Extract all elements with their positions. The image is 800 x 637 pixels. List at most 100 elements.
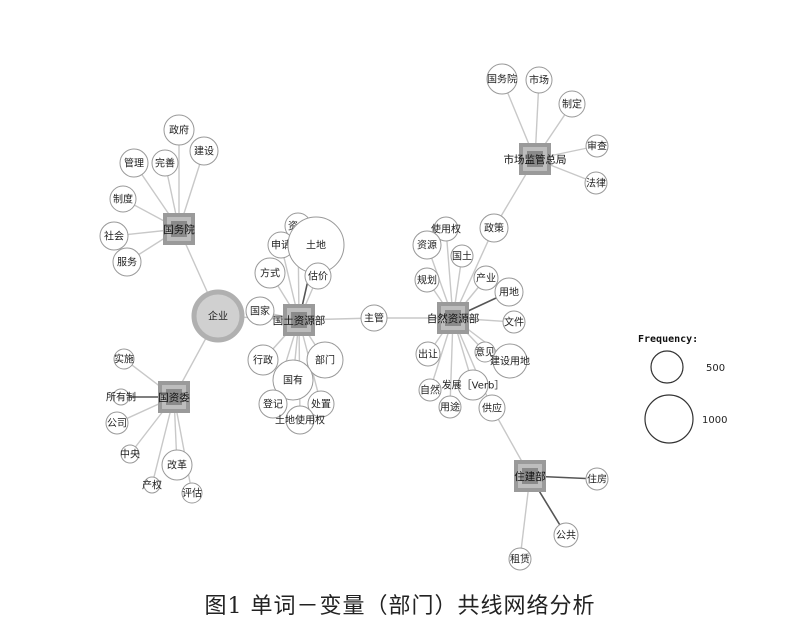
- word-label: 公司: [107, 419, 127, 430]
- word-circle: [272, 359, 314, 401]
- word-label: 用地: [499, 286, 519, 299]
- word-circle: [478, 394, 506, 422]
- word-circle: [360, 304, 388, 332]
- word-label: 供应: [482, 402, 502, 415]
- word-circle: [247, 344, 279, 376]
- word-node-tudi: 土地: [287, 216, 345, 274]
- word-label: 土地使用权: [275, 414, 325, 427]
- legend-title: Frequency:: [638, 334, 698, 345]
- department-node-shichang: 市场监管总局: [504, 143, 567, 175]
- department-square: [522, 468, 538, 484]
- word-label: 国土: [452, 250, 472, 263]
- word-node-dengji: 登记: [258, 389, 288, 419]
- word-circle: [109, 185, 137, 213]
- word-circle: [163, 114, 195, 146]
- word-label: 企业: [208, 310, 228, 323]
- word-label: 国家: [250, 305, 270, 318]
- department-label: 自然资源部: [427, 312, 480, 325]
- department-node-guowuyuan: 国务院: [163, 213, 195, 245]
- word-node-yijian: 意见: [474, 341, 496, 363]
- word-node-xingzheng: 行政: [247, 344, 279, 376]
- word-circle: [258, 389, 288, 419]
- word-node-zulin: 租赁: [508, 547, 532, 571]
- word-node-gaige: 改革: [161, 449, 193, 481]
- word-label: 制定: [562, 98, 582, 111]
- word-circle: [143, 476, 161, 494]
- word-label: 规划: [417, 274, 437, 287]
- word-label: 租赁: [510, 553, 530, 566]
- word-node-zhiding: 制定: [558, 90, 586, 118]
- word-label: 出让: [418, 348, 438, 361]
- word-label: 社会: [104, 230, 124, 243]
- word-label: 使用权: [431, 223, 461, 236]
- word-circle: [492, 343, 528, 379]
- word-node-fazhan: 发展［Verb］: [442, 369, 504, 401]
- department-label: 住建部: [514, 470, 546, 483]
- department-label: 国土资源部: [273, 314, 326, 327]
- word-label: 主管: [364, 312, 384, 325]
- word-node-zhengce: 政策: [479, 213, 509, 243]
- legend-circle-500: [650, 350, 684, 384]
- department-node-zhujian: 住建部: [514, 460, 546, 492]
- word-label: 部门: [315, 354, 335, 367]
- word-circle: [412, 230, 442, 260]
- word-node-zhengfu: 政府: [163, 114, 195, 146]
- co-occurrence-network: 政府管理完善建设制度社会服务企业实施所有制公司中央改革产权评估资产申请土地方式估…: [99, 63, 727, 571]
- word-label: 完善: [155, 157, 175, 170]
- word-node-shencha: 审查: [585, 134, 609, 158]
- word-circle: [112, 247, 142, 277]
- word-circle: [105, 411, 129, 435]
- department-label: 国务院: [163, 223, 195, 236]
- word-circle: [189, 136, 219, 166]
- word-label: 行政: [253, 354, 273, 367]
- word-node-guoyou: 国有: [272, 359, 314, 401]
- word-node-shenqing: 申请: [267, 231, 295, 259]
- word-circle: [307, 390, 335, 418]
- department-square: [166, 389, 182, 405]
- department-square: [527, 151, 543, 167]
- word-node-ziyuan: 资源: [412, 230, 442, 260]
- word-label: 自然: [420, 384, 440, 397]
- word-node-falv: 法律: [584, 171, 608, 195]
- word-circle: [161, 449, 193, 481]
- word-circle: [438, 395, 462, 419]
- word-node-gujia: 估价: [304, 262, 332, 290]
- department-square: [445, 310, 461, 326]
- department-node-guoziwei: 国资委: [158, 381, 190, 413]
- word-circle: [450, 244, 474, 268]
- legend-circle-1000: [644, 394, 694, 444]
- word-circle: [181, 482, 203, 504]
- word-node-guanli: 管理: [119, 148, 149, 178]
- word-circle: [245, 296, 275, 326]
- word-circle: [306, 341, 344, 379]
- word-label: 处置: [311, 399, 331, 411]
- word-circle: [553, 522, 579, 548]
- word-circle: [473, 265, 499, 291]
- word-circle: [304, 262, 332, 290]
- word-label: 产权: [142, 479, 162, 492]
- word-circle: [502, 310, 526, 334]
- word-node-gongsi: 公司: [105, 411, 129, 435]
- word-node-guowuyuan2: 国务院: [486, 63, 518, 95]
- word-circle: [120, 444, 140, 464]
- word-circle: [584, 171, 608, 195]
- word-label: 方式: [260, 267, 280, 280]
- word-circle: [418, 378, 442, 402]
- figure-caption: 图1 单词－变量（部门）共线网络分析: [204, 594, 596, 619]
- word-circle: [433, 216, 459, 242]
- word-label: 实施: [114, 353, 134, 366]
- word-circle: [151, 149, 179, 177]
- word-label: 中央: [120, 448, 140, 461]
- word-label: 用途: [440, 401, 460, 414]
- word-label: 建设: [194, 145, 214, 158]
- word-node-zhufang: 住房: [585, 467, 609, 491]
- word-label: 产业: [476, 272, 496, 285]
- word-label: 意见: [475, 346, 495, 359]
- word-node-pinggu: 评估: [181, 482, 203, 504]
- word-circle: [191, 289, 245, 343]
- word-node-chanye: 产业: [473, 265, 499, 291]
- word-label: 管理: [124, 157, 144, 170]
- word-circle: [112, 388, 130, 406]
- legend-label-1000: 1000: [702, 415, 727, 426]
